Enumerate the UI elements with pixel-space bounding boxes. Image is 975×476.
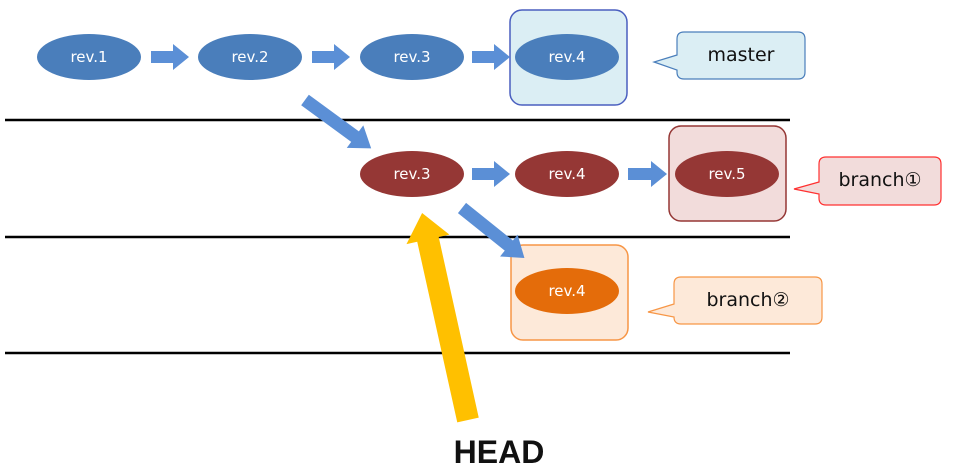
arrow-branch-off-2 xyxy=(457,202,525,259)
commit-label: rev.5 xyxy=(708,165,745,183)
head-label: HEAD xyxy=(454,434,545,470)
commit-master-rev2: rev.2 xyxy=(198,34,302,80)
arrow-rev2-rev3 xyxy=(312,44,350,70)
commit-label: rev.4 xyxy=(548,165,585,183)
callout-branch1: branch① xyxy=(793,156,942,206)
callout-branch2: branch② xyxy=(647,276,823,325)
commit-branch1-rev3: rev.3 xyxy=(360,151,464,197)
commit-label: rev.4 xyxy=(548,48,585,66)
arrow-branch-off-1 xyxy=(301,94,372,149)
commit-branch1-rev4: rev.4 xyxy=(515,151,619,197)
commit-label: rev.3 xyxy=(393,165,430,183)
commit-master-rev3: rev.3 xyxy=(360,34,464,80)
callout-master-label: master xyxy=(707,44,774,66)
commit-master-rev1: rev.1 xyxy=(37,34,141,80)
commit-label: rev.1 xyxy=(70,48,107,66)
arrow-rev3-rev4 xyxy=(472,44,510,70)
arrow-b1-rev3-rev4 xyxy=(472,161,510,187)
commit-label: rev.2 xyxy=(231,48,268,66)
commit-label: rev.3 xyxy=(393,48,430,66)
commit-branch2-rev4: rev.4 xyxy=(515,268,619,314)
head-arrow xyxy=(406,213,479,423)
callout-branch2-label: branch② xyxy=(706,289,789,311)
callout-branch1-label: branch① xyxy=(838,169,921,191)
arrow-b1-rev4-rev5 xyxy=(628,161,667,187)
callout-master: master xyxy=(652,31,806,80)
commit-label: rev.4 xyxy=(548,282,585,300)
commit-branch1-rev5: rev.5 xyxy=(675,151,779,197)
arrow-rev1-rev2 xyxy=(151,44,189,70)
commit-master-rev4: rev.4 xyxy=(515,34,619,80)
